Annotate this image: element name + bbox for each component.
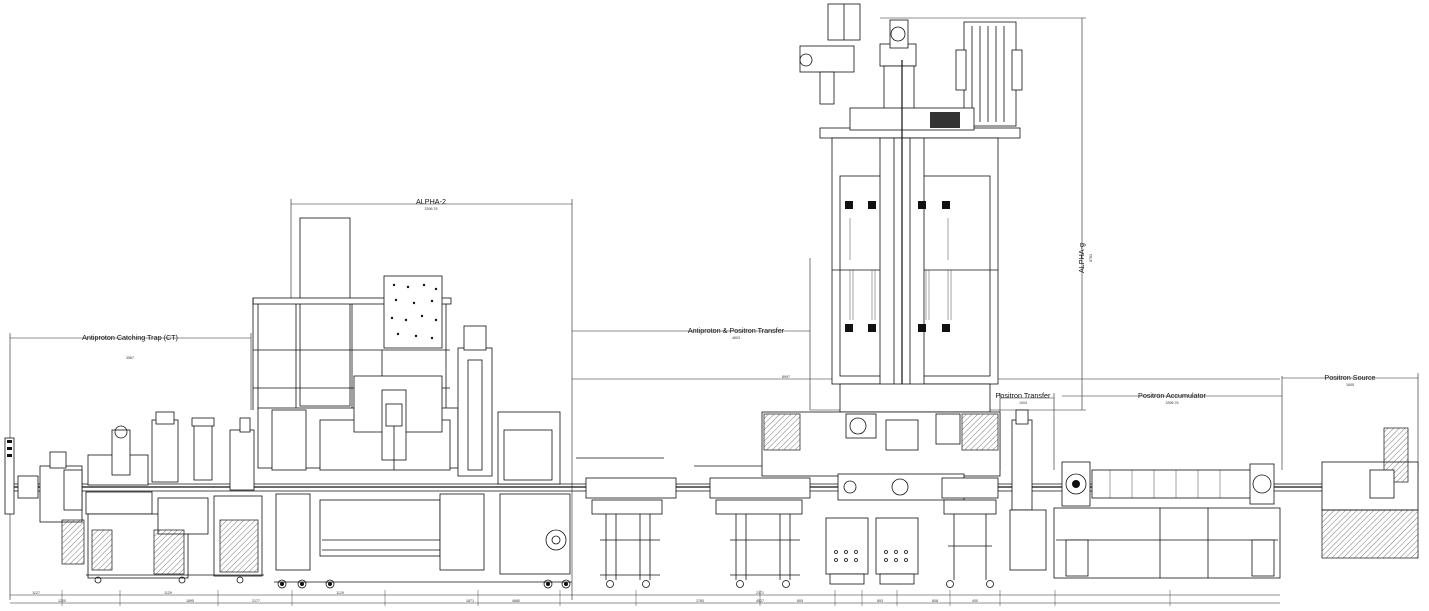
dim-b2-0: 1200 [58,599,66,603]
label-alpha-2: ALPHA-2 [416,197,446,206]
dim-b2-9: 808 [932,599,938,603]
dim-b1-2: 1129 [336,591,344,595]
dim-b2-3: 1871 [466,599,474,603]
dim-mid-horizontal: 8997 [782,375,790,379]
transfer-line-assembly [576,457,811,588]
dim-positron-source: 1605 [1346,383,1354,387]
alpha-2-assembly [252,217,572,589]
dim-b2-6: 4527 [756,599,764,603]
dim-b2-5: 1760 [696,599,704,603]
catching-trap-assembly [4,411,264,584]
dimension-annotations: Antiproton Catching Trap (CT) 3567 ALPHA… [9,17,1419,606]
dim-alpha-g: 8783 [1089,254,1093,262]
label-antiproton-catching-trap: Antiproton Catching Trap (CT) [82,333,178,342]
dim-b1-3: 2171 [756,591,764,595]
dim-b2-7: 805 [797,599,803,603]
dim-b2-2: 2177 [252,599,260,603]
label-positron-accumulator: Positron Accumulator [1138,391,1207,400]
dim-antiproton-positron-transfer: 4603 [732,336,740,340]
dim-b1-0: 1127 [32,591,40,595]
dim-alpha-2: 3396.76 [425,207,438,211]
dim-b1-1: 1129 [164,591,172,595]
dim-b2-4: 4680 [512,599,520,603]
dim-positron-transfer: 1004 [1019,401,1027,405]
dim-positron-accumulator: 3396.76 [1166,401,1179,405]
dim-b2-8: 893 [877,599,883,603]
dim-b2-10: 400 [972,599,978,603]
alpha-g-assembly [761,3,1023,588]
positron-source-assembly [1321,427,1419,559]
positron-accumulator-assembly [1009,409,1281,579]
label-antiproton-positron-transfer: Antiproton & Positron Transfer [688,326,785,335]
label-alpha-g: ALPHA-g [1077,243,1086,273]
dim-antiproton-catching-trap: 3567 [126,356,134,360]
dim-b2-1: 1895 [186,599,194,603]
label-positron-transfer: Positron Transfer [996,391,1051,400]
label-positron-source: Positron Source [1324,373,1375,382]
